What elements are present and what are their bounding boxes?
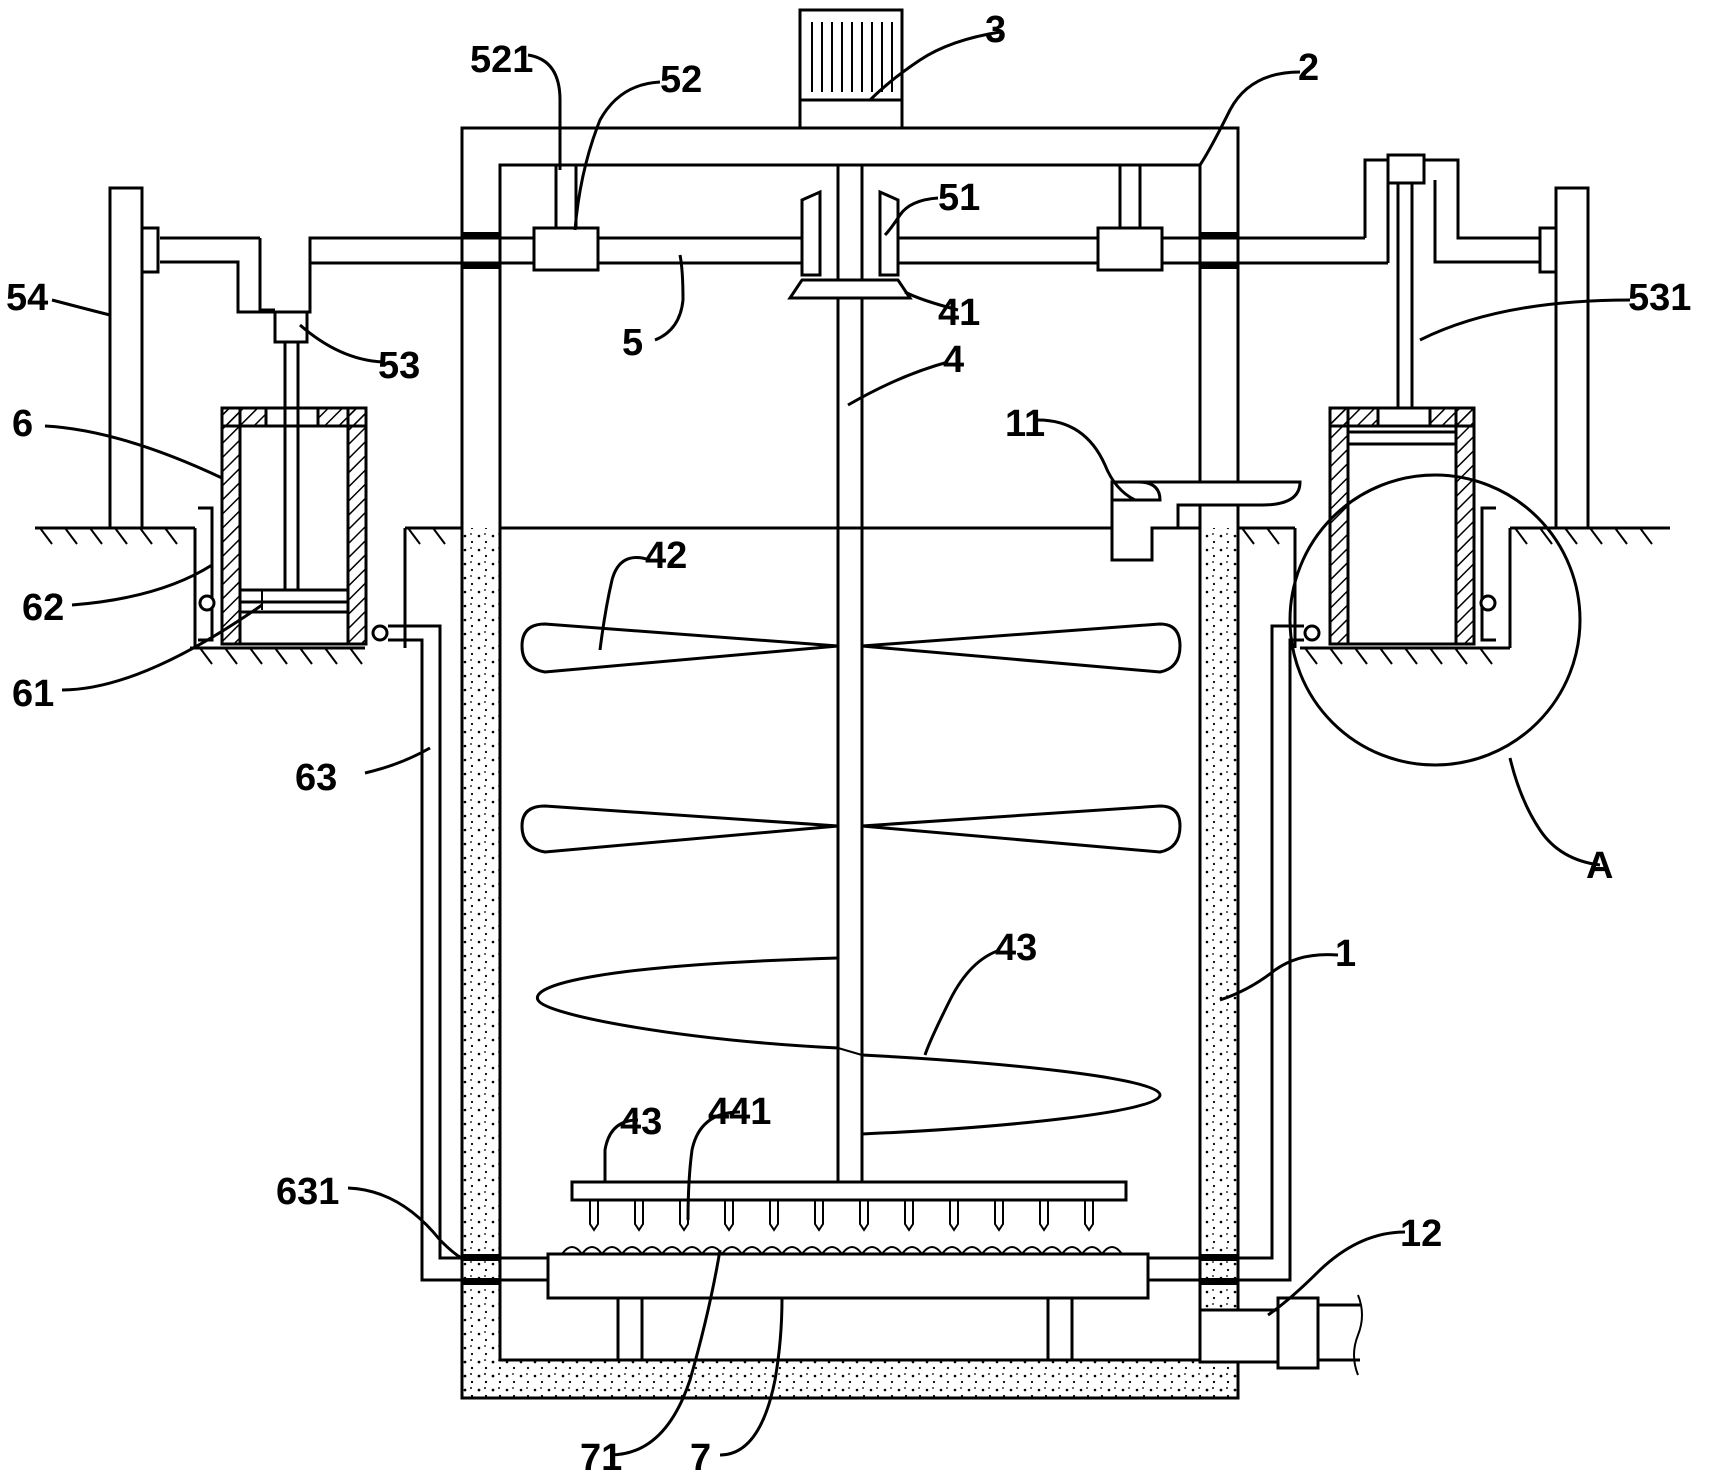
- label-6: 6: [12, 403, 33, 445]
- return-pipes: [388, 624, 1304, 1285]
- label-4: 4: [943, 339, 964, 381]
- label-52: 52: [660, 59, 702, 101]
- label-3: 3: [985, 9, 1006, 51]
- label-531: 531: [1628, 277, 1691, 319]
- scraper-plate: [570, 1180, 1128, 1232]
- label-2: 2: [1298, 47, 1319, 89]
- motor: [798, 8, 904, 130]
- label-441: 441: [708, 1091, 771, 1133]
- spiral-ribbon: [535, 956, 1162, 1136]
- leader-lines: [44, 30, 1631, 1457]
- label-7: 7: [690, 1437, 711, 1473]
- label-5: 5: [622, 322, 643, 364]
- outlet-pipe: [1198, 1294, 1363, 1376]
- label-521: 521: [470, 39, 533, 81]
- label-631: 631: [276, 1171, 339, 1213]
- label-a: A: [1586, 845, 1613, 887]
- label-61: 61: [12, 673, 54, 715]
- label-43-spiral: 43: [995, 927, 1037, 969]
- bevel-gears: [787, 189, 913, 300]
- impeller-blades: [520, 622, 1182, 854]
- inlet-pipe: [1110, 480, 1302, 562]
- label-63: 63: [295, 757, 337, 799]
- right-cylinder: [1303, 406, 1497, 646]
- label-12: 12: [1400, 1213, 1442, 1255]
- label-54: 54: [6, 277, 48, 319]
- label-41: 41: [938, 292, 980, 334]
- label-51: 51: [938, 177, 980, 219]
- tank-shell: [460, 526, 1240, 1400]
- right-crank: [1363, 153, 1590, 530]
- label-1: 1: [1335, 933, 1356, 975]
- labels: 521 52 3 2 51 54 41 531 53 5 4 6 11 42 6…: [6, 9, 1691, 1473]
- stirring-shaft: [836, 165, 864, 1182]
- label-42: 42: [645, 535, 687, 577]
- detail-circle-a: [1288, 473, 1582, 767]
- bottom-distributor: [546, 1246, 1150, 1362]
- label-11: 11: [1005, 403, 1045, 445]
- label-53: 53: [378, 345, 420, 387]
- horizontal-rod: [338, 163, 1365, 272]
- left-cylinder: [198, 342, 389, 646]
- ground-line: [35, 526, 1670, 665]
- label-43-plate: 43: [620, 1101, 662, 1143]
- label-62: 62: [22, 587, 64, 629]
- label-71: 71: [580, 1437, 622, 1473]
